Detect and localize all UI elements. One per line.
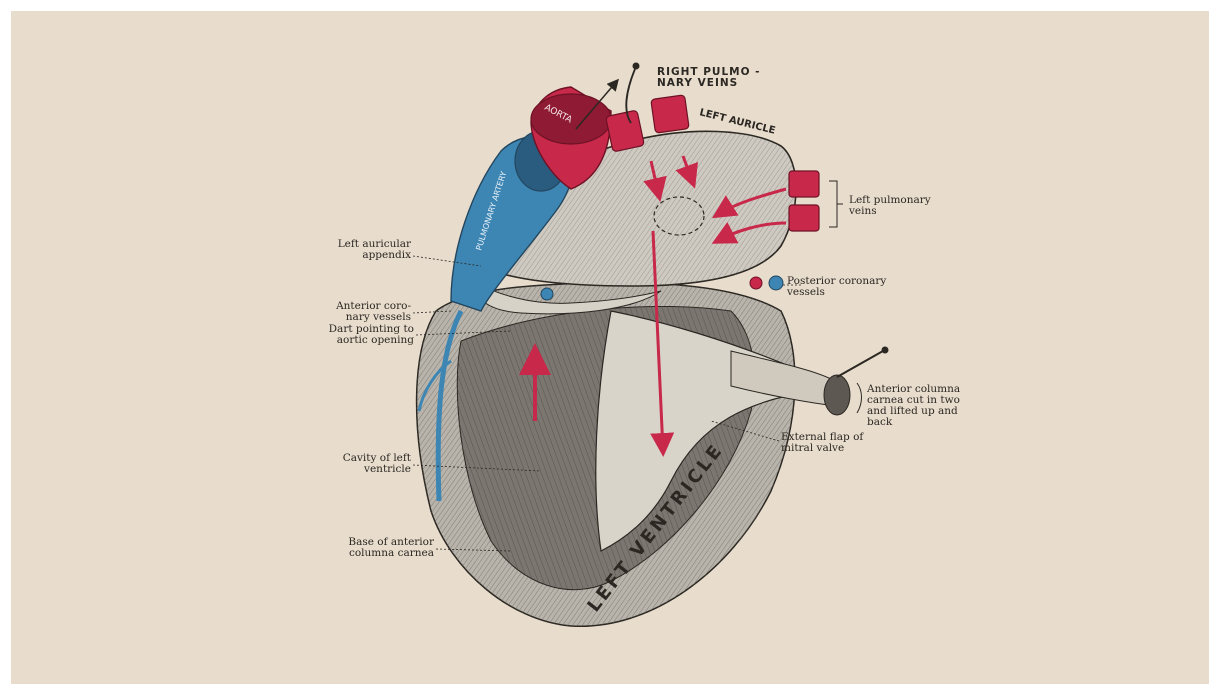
left-pulmonary-bracket — [829, 180, 843, 228]
columna-bracket — [856, 382, 862, 414]
label-right-pulmonary-veins: RIGHT PULMO - NARY VEINS — [657, 66, 761, 89]
label-left-pulmonary-veins: Left pulmonary veins — [849, 194, 931, 217]
label-base-anterior-columna: Base of anterior columna carnea — [348, 536, 434, 559]
mitral-orifice — [653, 196, 705, 236]
aorta-dart — [575, 78, 619, 130]
posterior-coronary-artery-cut — [749, 276, 763, 290]
flow-arrow-4 — [711, 221, 787, 244]
left-pulmonary-vein-upper — [788, 170, 820, 198]
label-anterior-coronary-vessels: Anterior coro- nary vessels — [336, 300, 411, 323]
left-pulmonary-vein-lower — [788, 204, 820, 232]
label-cavity-left-ventricle: Cavity of left ventricle — [342, 452, 411, 475]
vein-pin — [625, 68, 636, 124]
flow-arrow-main — [650, 230, 675, 457]
label-anterior-columna-cut: Anterior columna carnea cut in two and l… — [867, 383, 961, 428]
columna-pin-head — [881, 346, 889, 354]
anterior-coronary-artery-cut — [540, 287, 554, 301]
anterior-coronary-veins — [435, 309, 464, 502]
leader-lines — [412, 255, 801, 552]
columna-cut-end — [823, 374, 851, 416]
illustration-canvas: AORTA PULMONARY ARTERY LEFT AURICLE LEFT… — [11, 11, 1209, 684]
vein-pin-head — [632, 62, 640, 70]
label-left-auricular-appendix: Left auricular appendix — [337, 238, 411, 261]
label-external-flap: External flap of mitral valve — [781, 431, 864, 454]
label-posterior-coronary-vessels: Posterior coronary vessels — [787, 275, 887, 298]
right-pulmonary-vein-1 — [605, 110, 645, 152]
anterior-coronary-vein-branch — [417, 359, 452, 412]
flow-arrow-3 — [711, 187, 787, 219]
columna-pin — [836, 350, 884, 378]
auricular-appendix — [470, 274, 662, 315]
flow-arrow-2 — [675, 155, 699, 189]
label-dart-pointing: Dart pointing to aortic opening — [328, 323, 414, 346]
right-pulmonary-vein-2 — [650, 94, 690, 134]
flow-arrow-1 — [643, 160, 667, 202]
heart-diagram: AORTA PULMONARY ARTERY LEFT AURICLE LEFT… — [412, 62, 889, 627]
posterior-coronary-vein — [768, 275, 784, 291]
